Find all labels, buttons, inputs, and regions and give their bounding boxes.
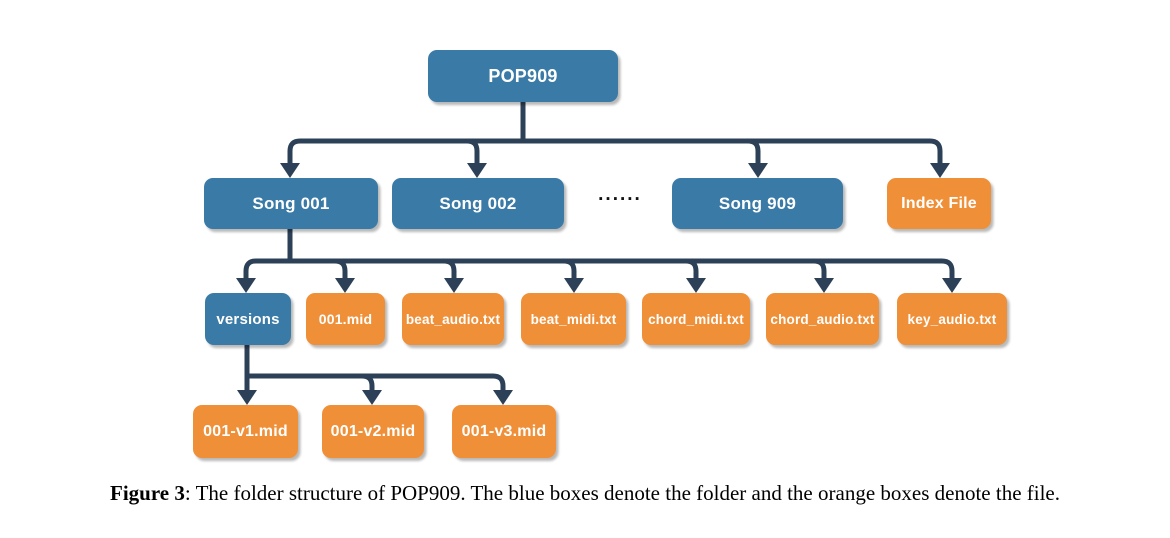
node-chord-midi-txt: chord_midi.txt <box>642 293 750 345</box>
node-chord-audio-txt: chord_audio.txt <box>766 293 879 345</box>
figure-caption-text: : The folder structure of POP909. The bl… <box>184 481 1060 505</box>
figure-caption-label: Figure 3 <box>110 481 185 505</box>
node-key-audio-txt: key_audio.txt <box>897 293 1007 345</box>
node-001-v1-mid: 001-v1.mid <box>193 405 298 458</box>
node-001-v2-mid: 001-v2.mid <box>322 405 424 458</box>
node-song-002: Song 002 <box>392 178 564 229</box>
node-beat-midi-txt: beat_midi.txt <box>521 293 626 345</box>
node-index-file: Index File <box>887 178 991 229</box>
node-song-909: Song 909 <box>672 178 843 229</box>
arrowhead-icons <box>236 163 962 405</box>
ellipsis-more-songs: ...... <box>598 184 642 205</box>
figure-caption: Figure 3: The folder structure of POP909… <box>0 481 1170 506</box>
node-beat-audio-txt: beat_audio.txt <box>402 293 504 345</box>
node-001-v3-mid: 001-v3.mid <box>452 405 556 458</box>
node-001-mid: 001.mid <box>306 293 385 345</box>
node-pop909: POP909 <box>428 50 618 102</box>
node-song-001: Song 001 <box>204 178 378 229</box>
node-versions: versions <box>205 293 291 345</box>
